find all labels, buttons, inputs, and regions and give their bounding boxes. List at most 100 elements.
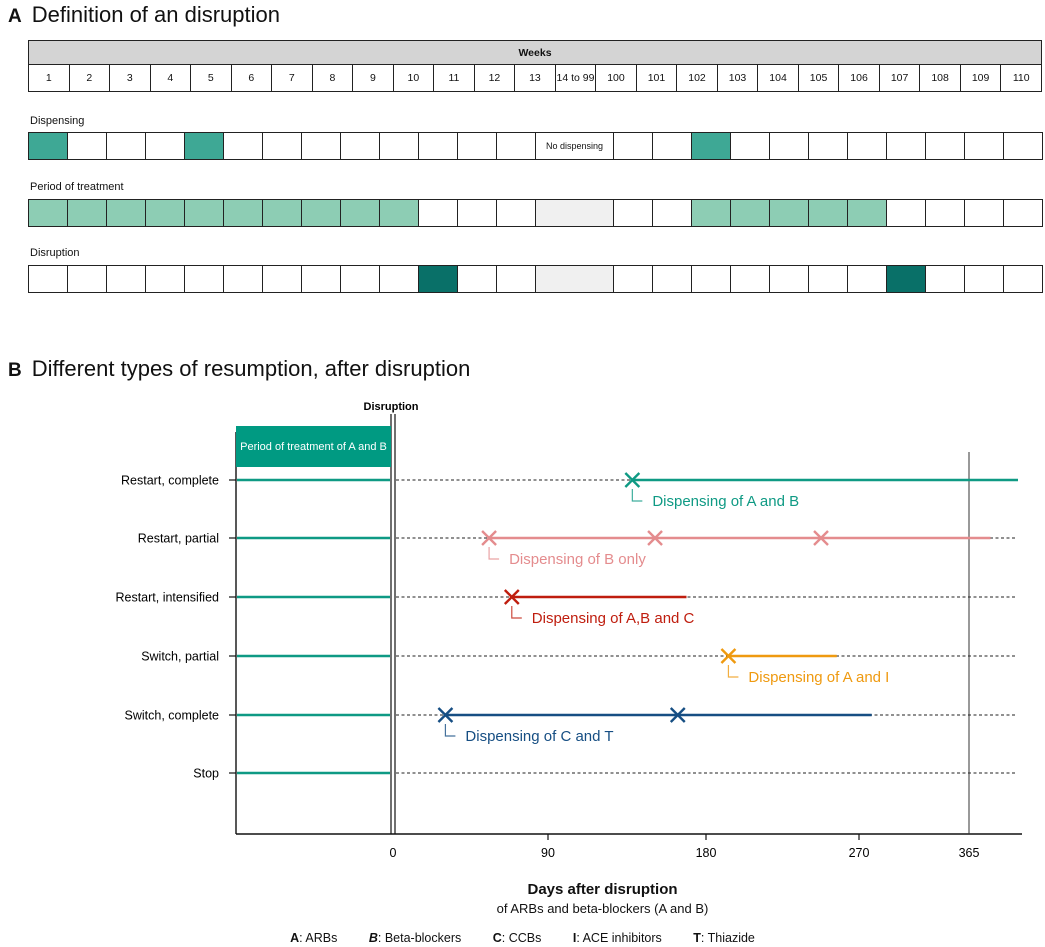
treatment-period-box: Period of treatment of A and B xyxy=(236,426,391,467)
timeline-cell xyxy=(67,132,107,160)
week-cell: 109 xyxy=(959,64,1002,92)
dispensing-label: Dispensing of A and B xyxy=(652,493,799,510)
row-label-dispensing: Dispensing xyxy=(30,115,85,127)
week-cell: 103 xyxy=(716,64,759,92)
x-tick-label: 270 xyxy=(849,846,870,860)
timeline-cell xyxy=(1003,199,1043,227)
legend-key-b: B xyxy=(368,931,378,945)
dispensing-label: Dispensing of C and T xyxy=(465,728,613,745)
week-cell: 4 xyxy=(149,64,192,92)
legend-text-a: : ARBs xyxy=(299,931,338,945)
week-cell: 101 xyxy=(635,64,678,92)
week-cell: 105 xyxy=(797,64,840,92)
treatment-row-table xyxy=(28,199,1043,227)
dispensing-mark xyxy=(481,530,497,546)
week-cell: 107 xyxy=(878,64,921,92)
timeline-cell xyxy=(301,265,341,293)
timeline-cell xyxy=(808,132,848,160)
timeline-cell xyxy=(301,132,341,160)
week-cell: 9 xyxy=(352,64,394,92)
timeline-cell xyxy=(886,199,926,227)
abbreviation-legend: A: ARBs B: Beta-blockers C: CCBs I: ACE … xyxy=(0,931,1045,945)
timeline-cell xyxy=(106,132,146,160)
timeline-cell xyxy=(223,265,263,293)
x-tick-label: 365 xyxy=(959,846,980,860)
week-cell: 11 xyxy=(433,64,475,92)
timeline-cell xyxy=(340,132,380,160)
x-axis-subtitle: of ARBs and beta-blockers (A and B) xyxy=(496,901,709,916)
timeline-cell xyxy=(769,199,809,227)
timeline-cell xyxy=(184,199,224,227)
legend-item-b: B: Beta-blockers xyxy=(369,931,461,945)
timeline-cell xyxy=(652,265,692,293)
timeline-cell xyxy=(379,132,419,160)
x-axis-title: Days after disruption xyxy=(527,881,678,898)
panel-b-letter: B xyxy=(8,360,22,381)
timeline-cell xyxy=(106,265,146,293)
row-label-treatment: Period of treatment xyxy=(30,181,124,193)
dispensing-mark xyxy=(669,707,686,723)
timeline-cell xyxy=(886,132,926,160)
treatment-row xyxy=(28,199,1043,227)
panel-a-title: A Definition of an disruption xyxy=(8,2,280,28)
timeline-cell xyxy=(496,132,536,160)
dispensing-label: Dispensing of A and I xyxy=(748,669,889,686)
weeks-header: Weeks xyxy=(28,40,1042,65)
scenario-label: Restart, complete xyxy=(121,474,219,488)
timeline-cell xyxy=(457,265,497,293)
callout-bracket xyxy=(727,665,739,678)
timeline-cell xyxy=(1003,132,1043,160)
week-cell: 104 xyxy=(757,64,799,92)
legend-text-b: : Beta-blockers xyxy=(377,931,462,945)
timeline-cell xyxy=(418,199,458,227)
timeline-cell xyxy=(808,265,848,293)
legend-item-t: T: Thiazide xyxy=(693,931,755,945)
timeline-cell xyxy=(67,265,107,293)
timeline-cell xyxy=(457,199,497,227)
scenario-label: Switch, partial xyxy=(141,650,219,664)
week-cell: 14 to 99 xyxy=(554,64,597,92)
timeline-cell xyxy=(184,132,224,160)
timeline-cell xyxy=(691,199,731,227)
panel-a-letter: A xyxy=(8,6,22,27)
disruption-row-table xyxy=(28,265,1043,293)
timeline-cell xyxy=(730,199,770,227)
dispensing-row-table: No dispensing xyxy=(28,132,1043,160)
timeline-cell xyxy=(886,265,926,293)
timeline-cell xyxy=(964,132,1004,160)
timeline-cell xyxy=(223,132,263,160)
week-cell: 5 xyxy=(190,64,232,92)
timeline-cell xyxy=(925,199,965,227)
legend-text-c: : CCBs xyxy=(501,931,542,945)
x-tick-label: 0 xyxy=(390,846,397,860)
dispensing-mark xyxy=(720,648,737,664)
timeline-cell xyxy=(223,199,263,227)
timeline-cell xyxy=(145,199,185,227)
timeline-cell xyxy=(28,199,68,227)
scenario-label: Restart, partial xyxy=(138,532,219,546)
legend-text-t: : Thiazide xyxy=(700,931,755,945)
panel-a-heading: Definition of an disruption xyxy=(31,2,280,27)
week-cell: 110 xyxy=(1000,64,1042,92)
timeline-cell xyxy=(691,265,731,293)
timeline-cell xyxy=(964,265,1004,293)
timeline-cell xyxy=(418,132,458,160)
timeline-cell xyxy=(379,199,419,227)
week-cell: 2 xyxy=(68,64,111,92)
timeline-cell xyxy=(730,132,770,160)
legend-key-a: A xyxy=(290,931,300,945)
week-cell: 108 xyxy=(919,64,961,92)
callout-bracket xyxy=(511,606,522,619)
legend-key-i: I xyxy=(572,931,577,945)
x-tick-label: 180 xyxy=(696,846,717,860)
legend-item-i: I: ACE inhibitors xyxy=(573,931,662,945)
week-cell: 1 xyxy=(28,64,70,92)
dispensing-mark xyxy=(647,530,663,546)
week-cell: 12 xyxy=(473,64,516,92)
dispensing-label: Dispensing of A,B and C xyxy=(532,610,695,627)
callout-bracket xyxy=(631,489,643,502)
week-cell: 6 xyxy=(230,64,273,92)
